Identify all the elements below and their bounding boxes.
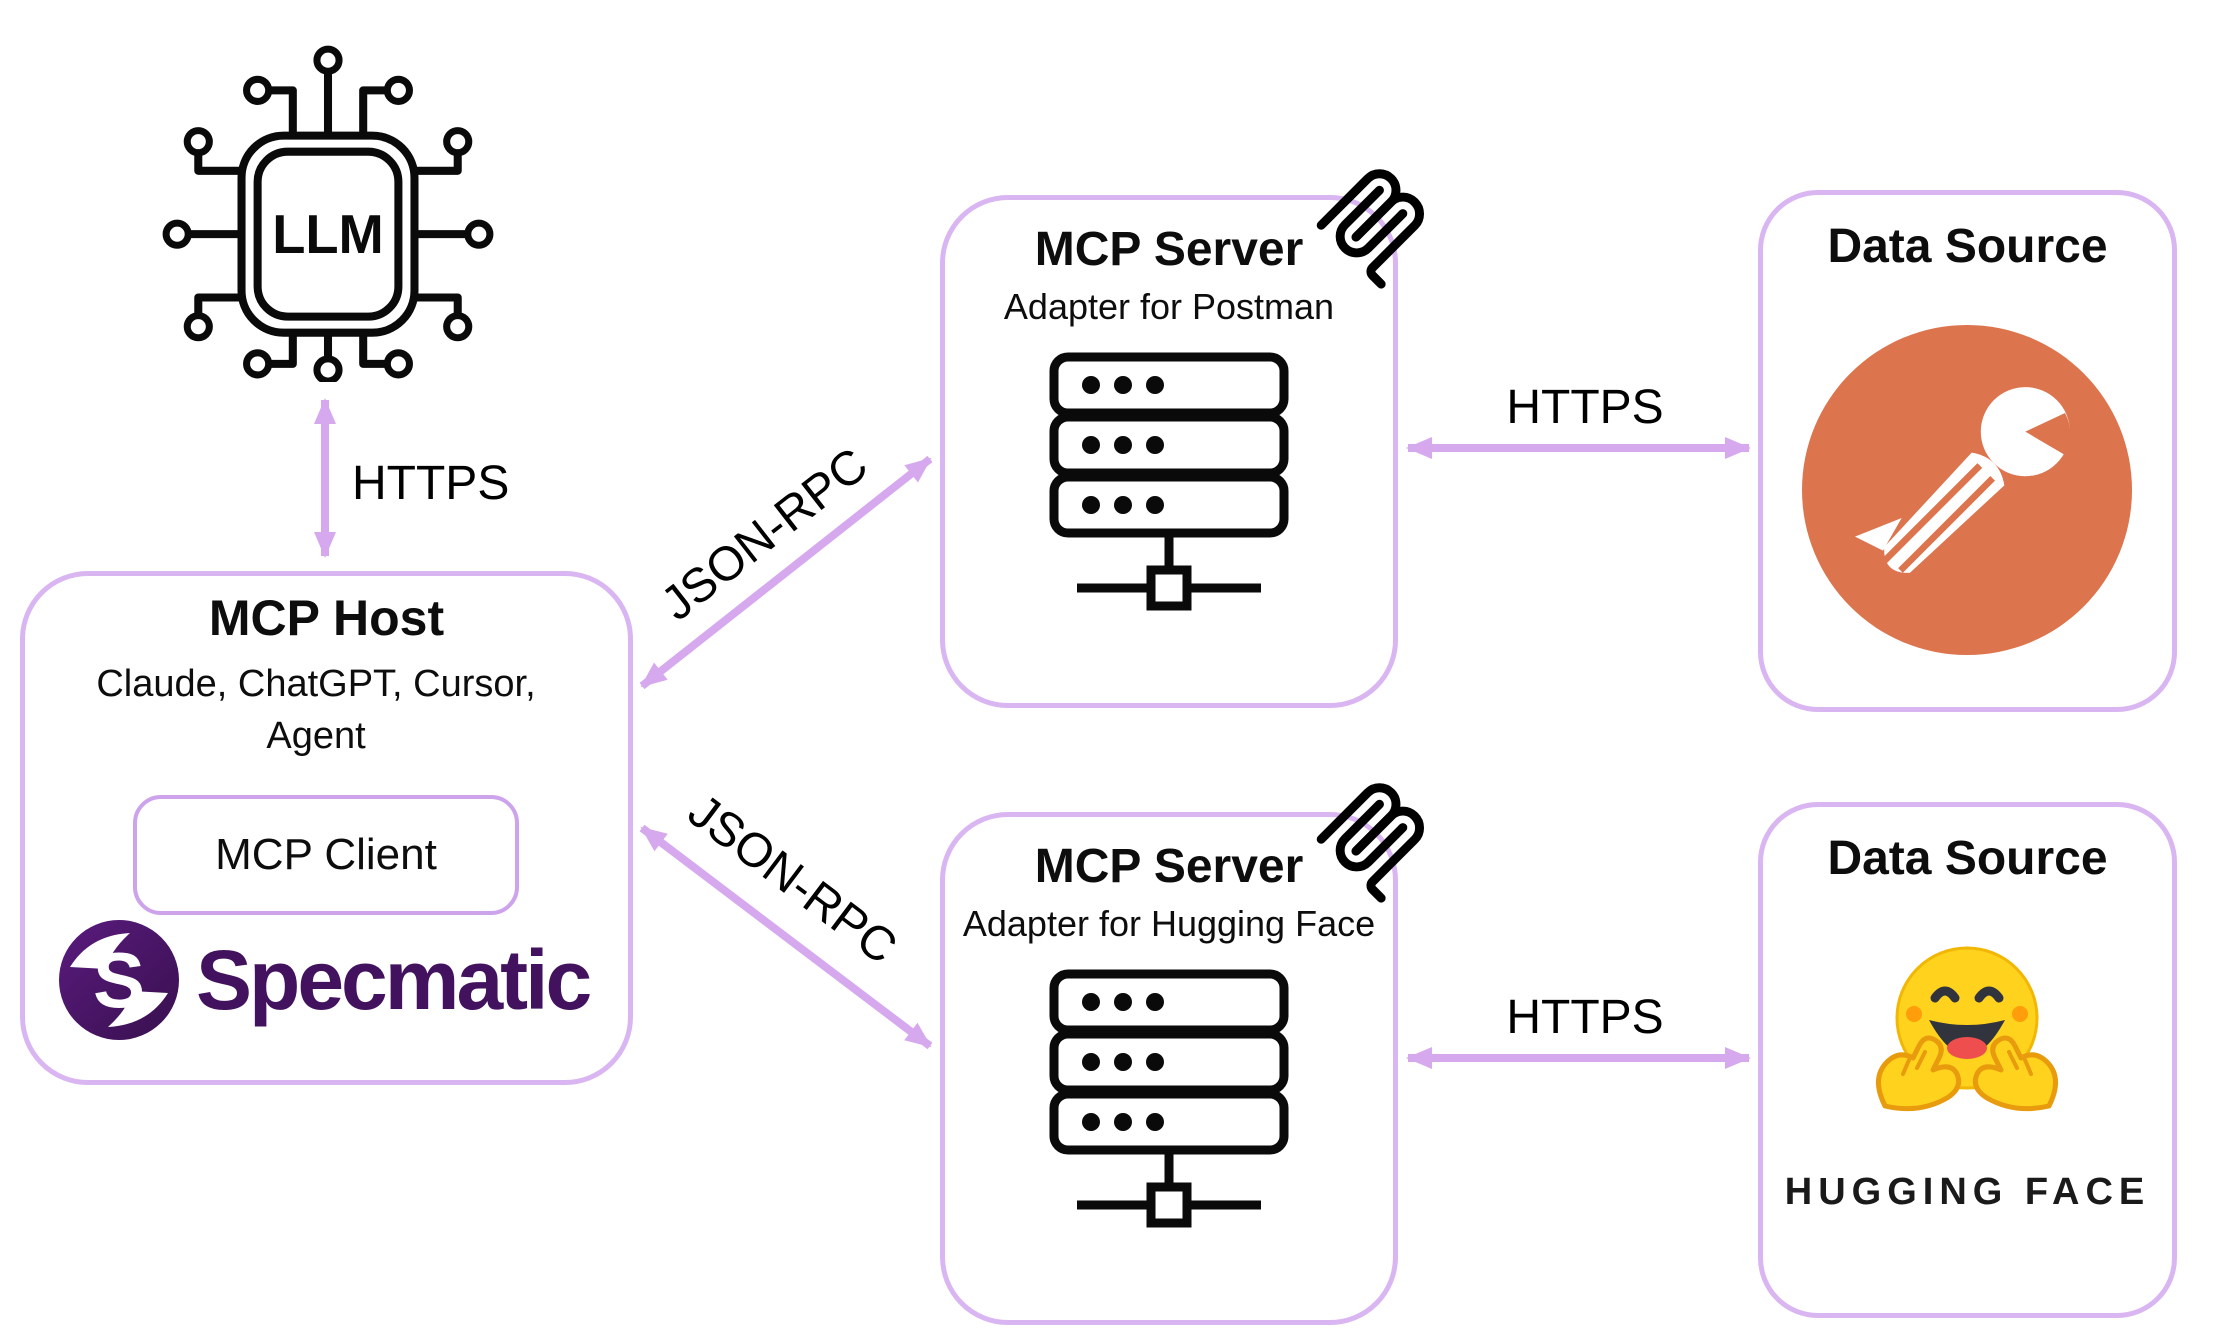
mcp-server-postman-title: MCP Server — [1034, 223, 1304, 276]
mcp-server-postman-subtitle: Adapter for Postman — [1003, 286, 1335, 327]
mcp-logo-icon — [1316, 783, 1424, 903]
mcp-host-title: MCP Host — [208, 590, 445, 646]
data-source-hf-title: Data Source — [1827, 832, 2108, 885]
postman-logo-icon — [1802, 325, 2132, 655]
server-rack-icon — [1049, 352, 1289, 611]
mcp-logo-icon — [1316, 169, 1424, 289]
data-source-postman-title: Data Source — [1827, 220, 2108, 273]
svg-text:S: S — [93, 936, 145, 1024]
llm-chip-label: LLM — [272, 204, 384, 265]
mcp-server-hf-title: MCP Server — [1034, 840, 1304, 893]
edge-label-jsonrpc-top: JSON-RPC — [651, 438, 878, 632]
mcp-host-apps: Claude, ChatGPT, Cursor, Agent — [96, 663, 536, 757]
llm-chip-icon: LLM — [162, 45, 494, 382]
mcp-client-box: MCP Client — [133, 795, 519, 915]
edge-label-https-postman: HTTPS — [1506, 381, 1664, 434]
hugging-face-emoji-icon — [1876, 946, 2058, 1112]
specmatic-wordmark: Specmatic — [196, 932, 592, 1027]
server-rack-icon — [1049, 969, 1289, 1228]
specmatic-logo-icon: S — [59, 920, 179, 1040]
mcp-server-hf-subtitle: Adapter for Hugging Face — [962, 903, 1376, 944]
edge-label-jsonrpc-bottom: JSON-RPC — [678, 784, 907, 975]
mcp-client-label: MCP Client — [215, 830, 437, 879]
specmatic-logo: S Specmatic — [56, 916, 592, 1044]
edge-label-https-hf: HTTPS — [1506, 991, 1664, 1044]
hugging-face-wordmark: HUGGING FACE — [1784, 1171, 2151, 1213]
edge-label-https-llm: HTTPS — [352, 457, 510, 510]
